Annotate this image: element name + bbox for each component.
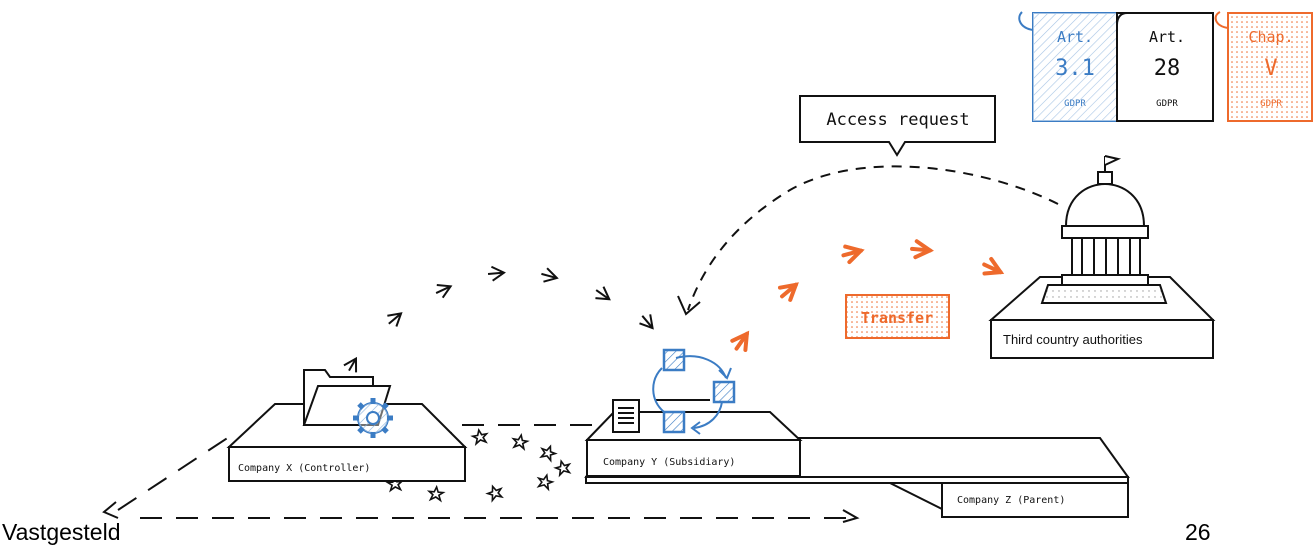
transfer-tag: Transfer [846,295,949,338]
eu-star-icon [472,429,488,444]
tag-art-28-line1: Art. [1149,28,1185,46]
ground-right-arrowhead [843,510,857,522]
tag-art-28-line3: GDPR [1156,99,1178,109]
company-x-label: Company X (Controller) [238,463,370,474]
tag-chap-v-line1: Chap. [1248,28,1293,46]
eu-star-icon [554,459,571,475]
ground-left-arrowhead [104,502,118,518]
data-flow-arrows [343,266,658,374]
company-z-label: Company Z (Parent) [957,495,1065,506]
chevron-arrow-icon [637,311,658,332]
transfer-arrow-icon [730,329,753,353]
tag-art-3-1: Art. 3.1 GDPR [1019,12,1117,121]
chevron-arrow-icon [343,355,362,374]
tag-art-28-line2: 28 [1154,56,1181,81]
eu-star-icon [486,484,504,501]
tag-art-3-1-line3: GDPR [1064,99,1086,109]
tag-art-3-1-line2: 3.1 [1055,56,1095,81]
gear-icon [353,398,393,438]
transfer-arrow-icon [841,243,863,263]
page-number: 26 [1185,519,1211,546]
access-request-callout: Access request [800,96,995,155]
footer-status-text: Vastgesteld [2,519,120,546]
eu-star-icon [512,434,528,449]
tag-chap-v-line2: V [1264,56,1277,81]
transfer-label: Transfer [861,309,933,327]
chevron-arrow-icon [592,284,613,305]
third-country-label: Third country authorities [1003,332,1143,347]
tag-art-3-1-line1: Art. [1057,28,1093,46]
transfer-arrow-icon [911,241,930,259]
company-y-label: Company Y (Subsidiary) [603,457,735,468]
tag-chap-v: Chap. V GDPR [1216,12,1312,121]
eu-star-icon [539,444,557,461]
eu-star-icon [429,486,444,500]
eu-star-icon [537,473,554,489]
chevron-arrow-icon [384,308,405,329]
chevron-arrow-icon [433,280,453,299]
access-request-label: Access request [826,110,969,130]
flag-icon [1105,156,1118,165]
document-icon [613,400,639,432]
tag-chap-v-line3: GDPR [1260,99,1282,109]
transfer-arrow-icon [981,257,1004,279]
tag-art-28: Art. 28 GDPR [1117,13,1213,121]
transfer-arrow-icon [777,279,801,303]
chevron-arrow-icon [540,267,559,285]
chevron-arrow-icon [487,266,504,281]
access-request-dashed-arc [688,166,1058,310]
